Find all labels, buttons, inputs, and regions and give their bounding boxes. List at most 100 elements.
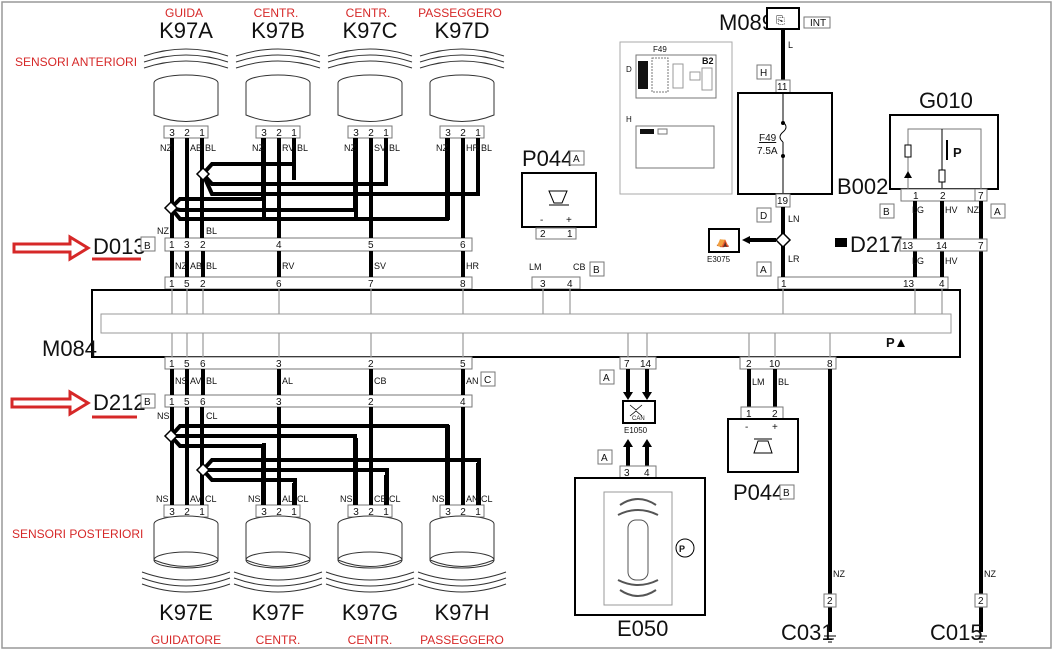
p044b-pin: 1 — [746, 409, 752, 420]
ground-c031: NZ 2 C031 — [781, 369, 845, 645]
wire-label: AN — [466, 494, 479, 504]
g010-pin: 2 — [940, 191, 946, 202]
wire-label: NZ — [833, 569, 845, 579]
m084-pin: 1 — [781, 279, 787, 290]
m089-label: M089 — [719, 10, 774, 35]
d013-pin: 2 — [200, 240, 206, 251]
m084-tag-c-box — [480, 371, 496, 387]
wire-label: AB — [190, 261, 202, 271]
fuse-dot — [781, 121, 785, 125]
wire — [201, 458, 481, 505]
sensor-pin: 1 — [475, 128, 481, 139]
sensor-id: K97G — [342, 600, 398, 625]
d013-tag: B — [144, 241, 151, 252]
sensor-body — [153, 83, 219, 122]
connector-d217-icon — [835, 238, 847, 247]
m084-pin: 2 — [746, 359, 752, 370]
sensor-body — [337, 524, 403, 567]
wire-label: BL — [778, 377, 789, 387]
wire-label: BL — [206, 376, 217, 386]
display-e050: P E050 — [574, 477, 706, 641]
d212-pin: 3 — [276, 397, 282, 408]
wire-label: NS — [340, 494, 353, 504]
wave-icon — [143, 60, 229, 69]
e1050-body — [622, 400, 656, 424]
sensor-pin: 3 — [169, 507, 175, 518]
m084-pin: 8 — [460, 279, 466, 290]
b002-pin-in: 11 — [777, 82, 788, 93]
wire-label: AV — [190, 494, 201, 504]
sensor-pin: 1 — [291, 507, 297, 518]
sensor-bottom — [245, 551, 311, 569]
sensor-body — [153, 524, 219, 567]
m084-pin: 1 — [169, 359, 175, 370]
p044a-pins — [535, 227, 577, 240]
front-sensors-label: SENSORI ANTERIORI — [15, 55, 137, 69]
wire-label: HR — [466, 143, 479, 153]
fusebox-lower-label: H — [626, 115, 632, 124]
wire-label: BL — [389, 143, 400, 153]
wire-label: HV — [945, 256, 958, 266]
wave-icon — [233, 583, 323, 593]
sensor-position: CENTR. — [254, 6, 299, 20]
wire-label: BL — [206, 226, 217, 236]
m084-pin: 3 — [540, 279, 546, 290]
sensor-position: CENTR. — [348, 633, 393, 647]
g010-tag-b: B — [883, 207, 890, 218]
p044a-plus: + — [566, 215, 572, 226]
wire-label: NS — [156, 494, 169, 504]
g010-pin: 1 — [913, 191, 919, 202]
sensor-position: CENTR. — [256, 633, 301, 647]
wire-label: BL — [206, 261, 217, 271]
e050-tag: A — [601, 453, 608, 464]
wire — [201, 138, 296, 176]
d013-tag-box — [140, 236, 156, 252]
park-sensor-icon: P — [886, 335, 895, 350]
splice-node — [195, 166, 211, 182]
wire-label: NS — [175, 376, 188, 386]
sensor-pin: 1 — [199, 507, 205, 518]
sensor-pin: 3 — [261, 507, 267, 518]
wire-label: AN — [466, 376, 479, 386]
p044a-pin: 1 — [567, 229, 573, 240]
m084-top-strip-3 — [777, 276, 949, 290]
wire-label: NZ — [157, 226, 169, 236]
p044a-body — [521, 172, 597, 228]
p044a-tag-box — [569, 150, 585, 166]
can-icon: CAN — [632, 416, 645, 422]
fuse-label: F49 — [759, 133, 777, 144]
sensor-body — [429, 83, 495, 122]
d217-pin: 13 — [902, 241, 914, 252]
sensor-pin: 2 — [460, 507, 466, 518]
buzzer-p044-b: 2 10 8 LM BL 1 2 - + P044 B — [727, 359, 833, 505]
d217-label: D217 — [850, 232, 903, 257]
wire-label: NZ — [175, 261, 187, 271]
m084-top-strip — [164, 276, 473, 290]
e050-screen — [603, 491, 673, 606]
wave-icon — [235, 48, 321, 57]
b002-conn-tag: D — [760, 211, 767, 222]
wire-label: SV — [374, 143, 386, 153]
wave-icon — [141, 577, 231, 587]
wire — [169, 424, 449, 505]
d013-pins — [164, 237, 473, 252]
wire-label: AL — [282, 494, 293, 504]
ground-c015: NZ 2 C015 — [930, 569, 996, 645]
resistor-icon — [904, 144, 912, 158]
e3075-tag: A — [760, 265, 767, 276]
fusebox-location: F49 B2 D H — [619, 41, 733, 195]
wire-label: LG — [912, 205, 924, 215]
d212-pin: 2 — [368, 397, 374, 408]
wire — [201, 138, 388, 186]
wave-icon — [325, 583, 415, 593]
wire-label: CL — [481, 494, 493, 504]
wire — [169, 138, 449, 221]
sensor-pin: 3 — [353, 507, 359, 518]
